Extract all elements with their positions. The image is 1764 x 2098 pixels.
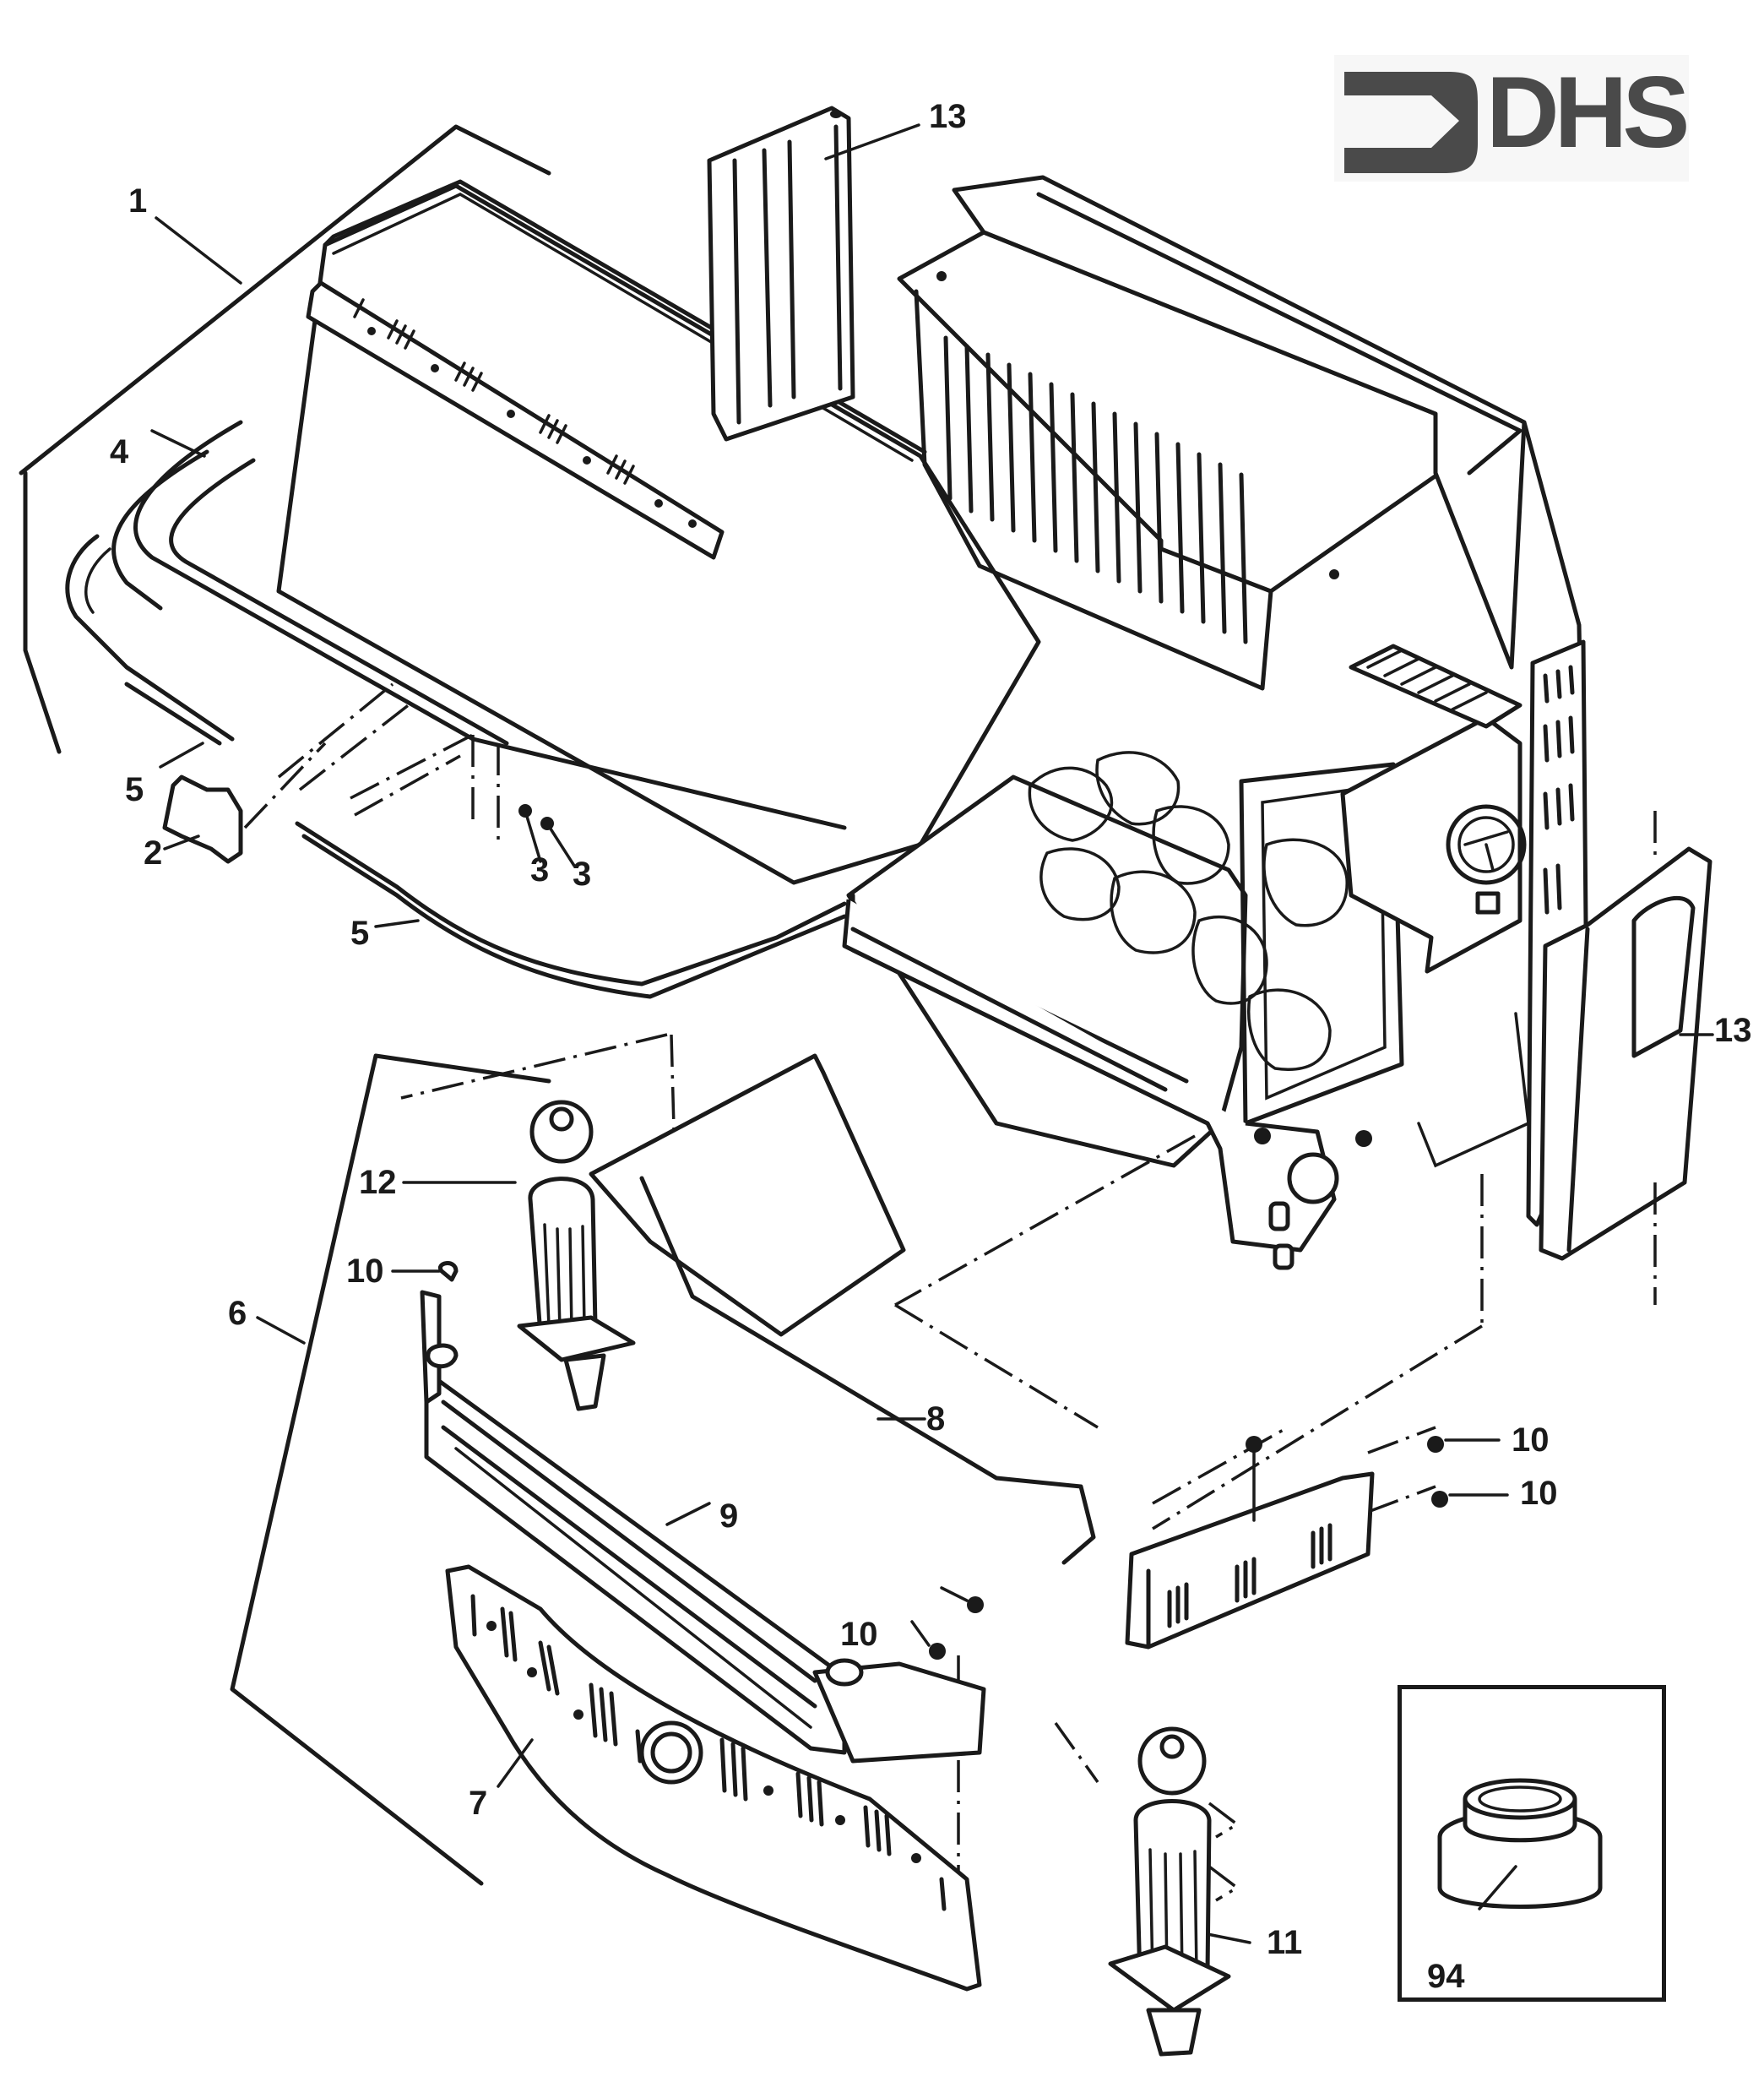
callout-10b: 10	[1512, 1421, 1550, 1459]
heat-exchanger-fins	[943, 335, 1248, 644]
callout-3a: 3	[530, 851, 550, 889]
callout-94: 94	[1427, 1958, 1465, 1995]
callout-5b: 5	[350, 915, 370, 952]
callout-10a: 10	[346, 1253, 384, 1290]
part-1-outer-casing	[19, 124, 1041, 885]
coal-bed	[1028, 751, 1349, 1071]
callout-13a: 13	[929, 98, 967, 135]
callout-9: 9	[719, 1497, 739, 1535]
part-8-ash-pan	[589, 1053, 1096, 1565]
trim-strips	[65, 420, 847, 999]
callout-11: 11	[1267, 1924, 1303, 1961]
part-12-column-left	[402, 1100, 636, 1411]
end-panel-vents	[1167, 1523, 1332, 1628]
detail-inset-box	[1398, 1685, 1666, 2002]
part-2-end-cap	[162, 775, 243, 864]
control-grille	[1349, 644, 1522, 729]
callout-4: 4	[110, 433, 129, 470]
assembly-dash-lines-lower	[400, 1033, 1484, 1968]
part-9-fret-rail	[391, 1261, 986, 1764]
fret-vent-pattern	[470, 1594, 947, 1911]
callout-12: 12	[359, 1164, 397, 1201]
part-13-side-panel-left	[707, 106, 920, 442]
part-13-side-panel-right	[1539, 811, 1714, 1305]
callout-10c: 10	[1520, 1475, 1558, 1512]
callout-13b: 13	[1714, 1012, 1752, 1049]
arrow-bracket-icon	[1344, 72, 1478, 173]
logo-text: DHS	[1486, 56, 1690, 169]
right-fret-end-panel	[1125, 1426, 1375, 1650]
callout-10d: 10	[840, 1616, 878, 1653]
part-94-knob-drawing	[1437, 1778, 1603, 1910]
callout-3b: 3	[573, 856, 592, 893]
callout-5a: 5	[125, 771, 144, 808]
callout-8: 8	[926, 1400, 946, 1438]
assembly-dash-lines-top	[243, 682, 576, 867]
part-7-decorative-fret	[445, 1564, 982, 1992]
dhs-logo: DHS	[1334, 55, 1690, 182]
callout-6: 6	[228, 1295, 247, 1332]
screws-part-10	[910, 1436, 1509, 1660]
part-11-column-right	[1108, 1726, 1251, 2057]
hood-decor-pattern	[353, 298, 697, 528]
part-6-leader	[230, 1053, 551, 1886]
callout-7: 7	[469, 1785, 488, 1822]
callout-2: 2	[144, 834, 163, 872]
callout-1: 1	[128, 182, 148, 220]
